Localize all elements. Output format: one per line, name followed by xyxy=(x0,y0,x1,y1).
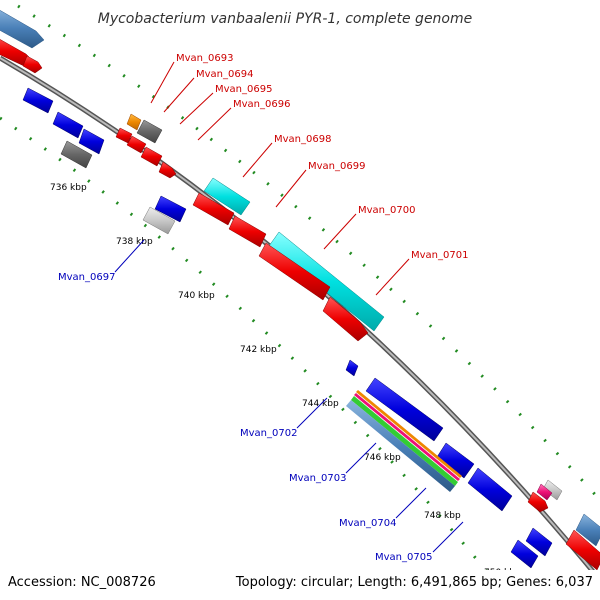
tick-label: 738 kbp xyxy=(116,237,153,247)
gene-arrow-steel xyxy=(575,513,600,547)
leader-line xyxy=(179,92,214,125)
gene-label: Mvan_0701 xyxy=(411,250,468,261)
gene-arrow-red xyxy=(22,55,43,74)
gene-arrow-gray xyxy=(136,119,163,144)
leader-line xyxy=(296,397,328,429)
gene-arrow-red xyxy=(192,192,235,226)
gene-arrow-blue xyxy=(78,128,105,155)
gene-arrow-red xyxy=(228,215,267,248)
gene-arrow-orange-strip xyxy=(356,390,462,478)
leader-line xyxy=(432,521,464,553)
gene-arrow-blue xyxy=(467,467,513,512)
gene-arrow-red xyxy=(126,135,147,154)
gene-arrow-blue xyxy=(52,111,84,139)
gene-label: Mvan_0699 xyxy=(308,161,365,172)
gene-arrow-cyan xyxy=(268,231,385,332)
gene-label: Mvan_0700 xyxy=(358,205,415,216)
leader-line xyxy=(275,169,307,208)
forward-label-leaders xyxy=(150,61,410,296)
gene-label: Mvan_0702 xyxy=(240,428,297,439)
accession-text: Accession: NC_008726 xyxy=(8,575,156,590)
forward-genes xyxy=(0,10,600,571)
gene-arrow-steel xyxy=(0,10,45,49)
gene-arrow-cyan xyxy=(203,177,251,216)
gene-arrow-blue xyxy=(365,377,444,442)
gene-label: Mvan_0703 xyxy=(289,473,346,484)
gene-label: Mvan_0694 xyxy=(196,69,253,80)
gene-arrow-blue xyxy=(436,442,475,479)
gene-label: Mvan_0696 xyxy=(233,99,290,110)
gene-label: Mvan_0698 xyxy=(274,134,331,145)
tick-label: 736 kbp xyxy=(50,183,87,193)
gene-label: Mvan_0693 xyxy=(176,53,233,64)
gene-arrow-pink xyxy=(536,483,553,501)
gene-arrow-red xyxy=(140,146,163,167)
gene-arrow-blue xyxy=(22,87,54,114)
leader-line xyxy=(150,61,175,104)
leader-line xyxy=(163,77,195,113)
reverse-labels: Mvan_0697 Mvan_0702 Mvan_0703 Mvan_0704 … xyxy=(58,272,432,563)
gene-arrow-red xyxy=(527,491,549,513)
tick-label: 742 kbp xyxy=(240,345,277,355)
gene-label: Mvan_0704 xyxy=(339,518,396,529)
leader-line xyxy=(197,107,232,141)
genome-summary-text: Topology: circular; Length: 6,491,865 bp… xyxy=(235,575,593,590)
gene-arrow-red xyxy=(258,242,331,301)
gene-arrow-pink-strip xyxy=(354,393,460,481)
outer-dotted-track xyxy=(17,4,600,502)
gene-arrow-gray xyxy=(142,206,176,235)
reverse-label-leaders xyxy=(114,239,464,553)
leader-line xyxy=(395,487,427,519)
gene-arrow-green-strip xyxy=(351,396,458,486)
footer-band xyxy=(0,570,600,600)
leader-line xyxy=(323,213,357,250)
gene-arrow-red xyxy=(158,161,177,179)
gene-arrow-blue xyxy=(154,195,187,223)
gene-label: Mvan_0697 xyxy=(58,272,115,283)
gene-arrow-blue xyxy=(525,527,553,557)
reverse-genes xyxy=(22,87,553,569)
tick-label: 748 kbp xyxy=(424,511,461,521)
gene-arrow-blue xyxy=(345,359,359,377)
gene-arrow-gray xyxy=(542,479,563,501)
gene-arrow-steel-strip xyxy=(346,400,455,492)
gene-arrow-blue xyxy=(510,539,539,569)
leader-line xyxy=(242,142,273,178)
gene-arrow-orange xyxy=(126,113,142,131)
gene-label: Mvan_0695 xyxy=(215,84,272,95)
gene-label: Mvan_0705 xyxy=(375,552,432,563)
map-title: Mycobacterium vanbaalenii PYR-1, complet… xyxy=(98,11,473,27)
forward-labels: Mvan_0693 Mvan_0694 Mvan_0695 Mvan_0696 … xyxy=(176,53,468,261)
leader-line xyxy=(345,442,377,474)
gene-arrow-gray xyxy=(60,140,93,169)
leader-line xyxy=(114,239,145,273)
tick-label: 740 kbp xyxy=(178,291,215,301)
gene-arrow-red xyxy=(322,296,369,342)
tick-label: 746 kbp xyxy=(364,453,401,463)
leader-line xyxy=(375,258,410,296)
